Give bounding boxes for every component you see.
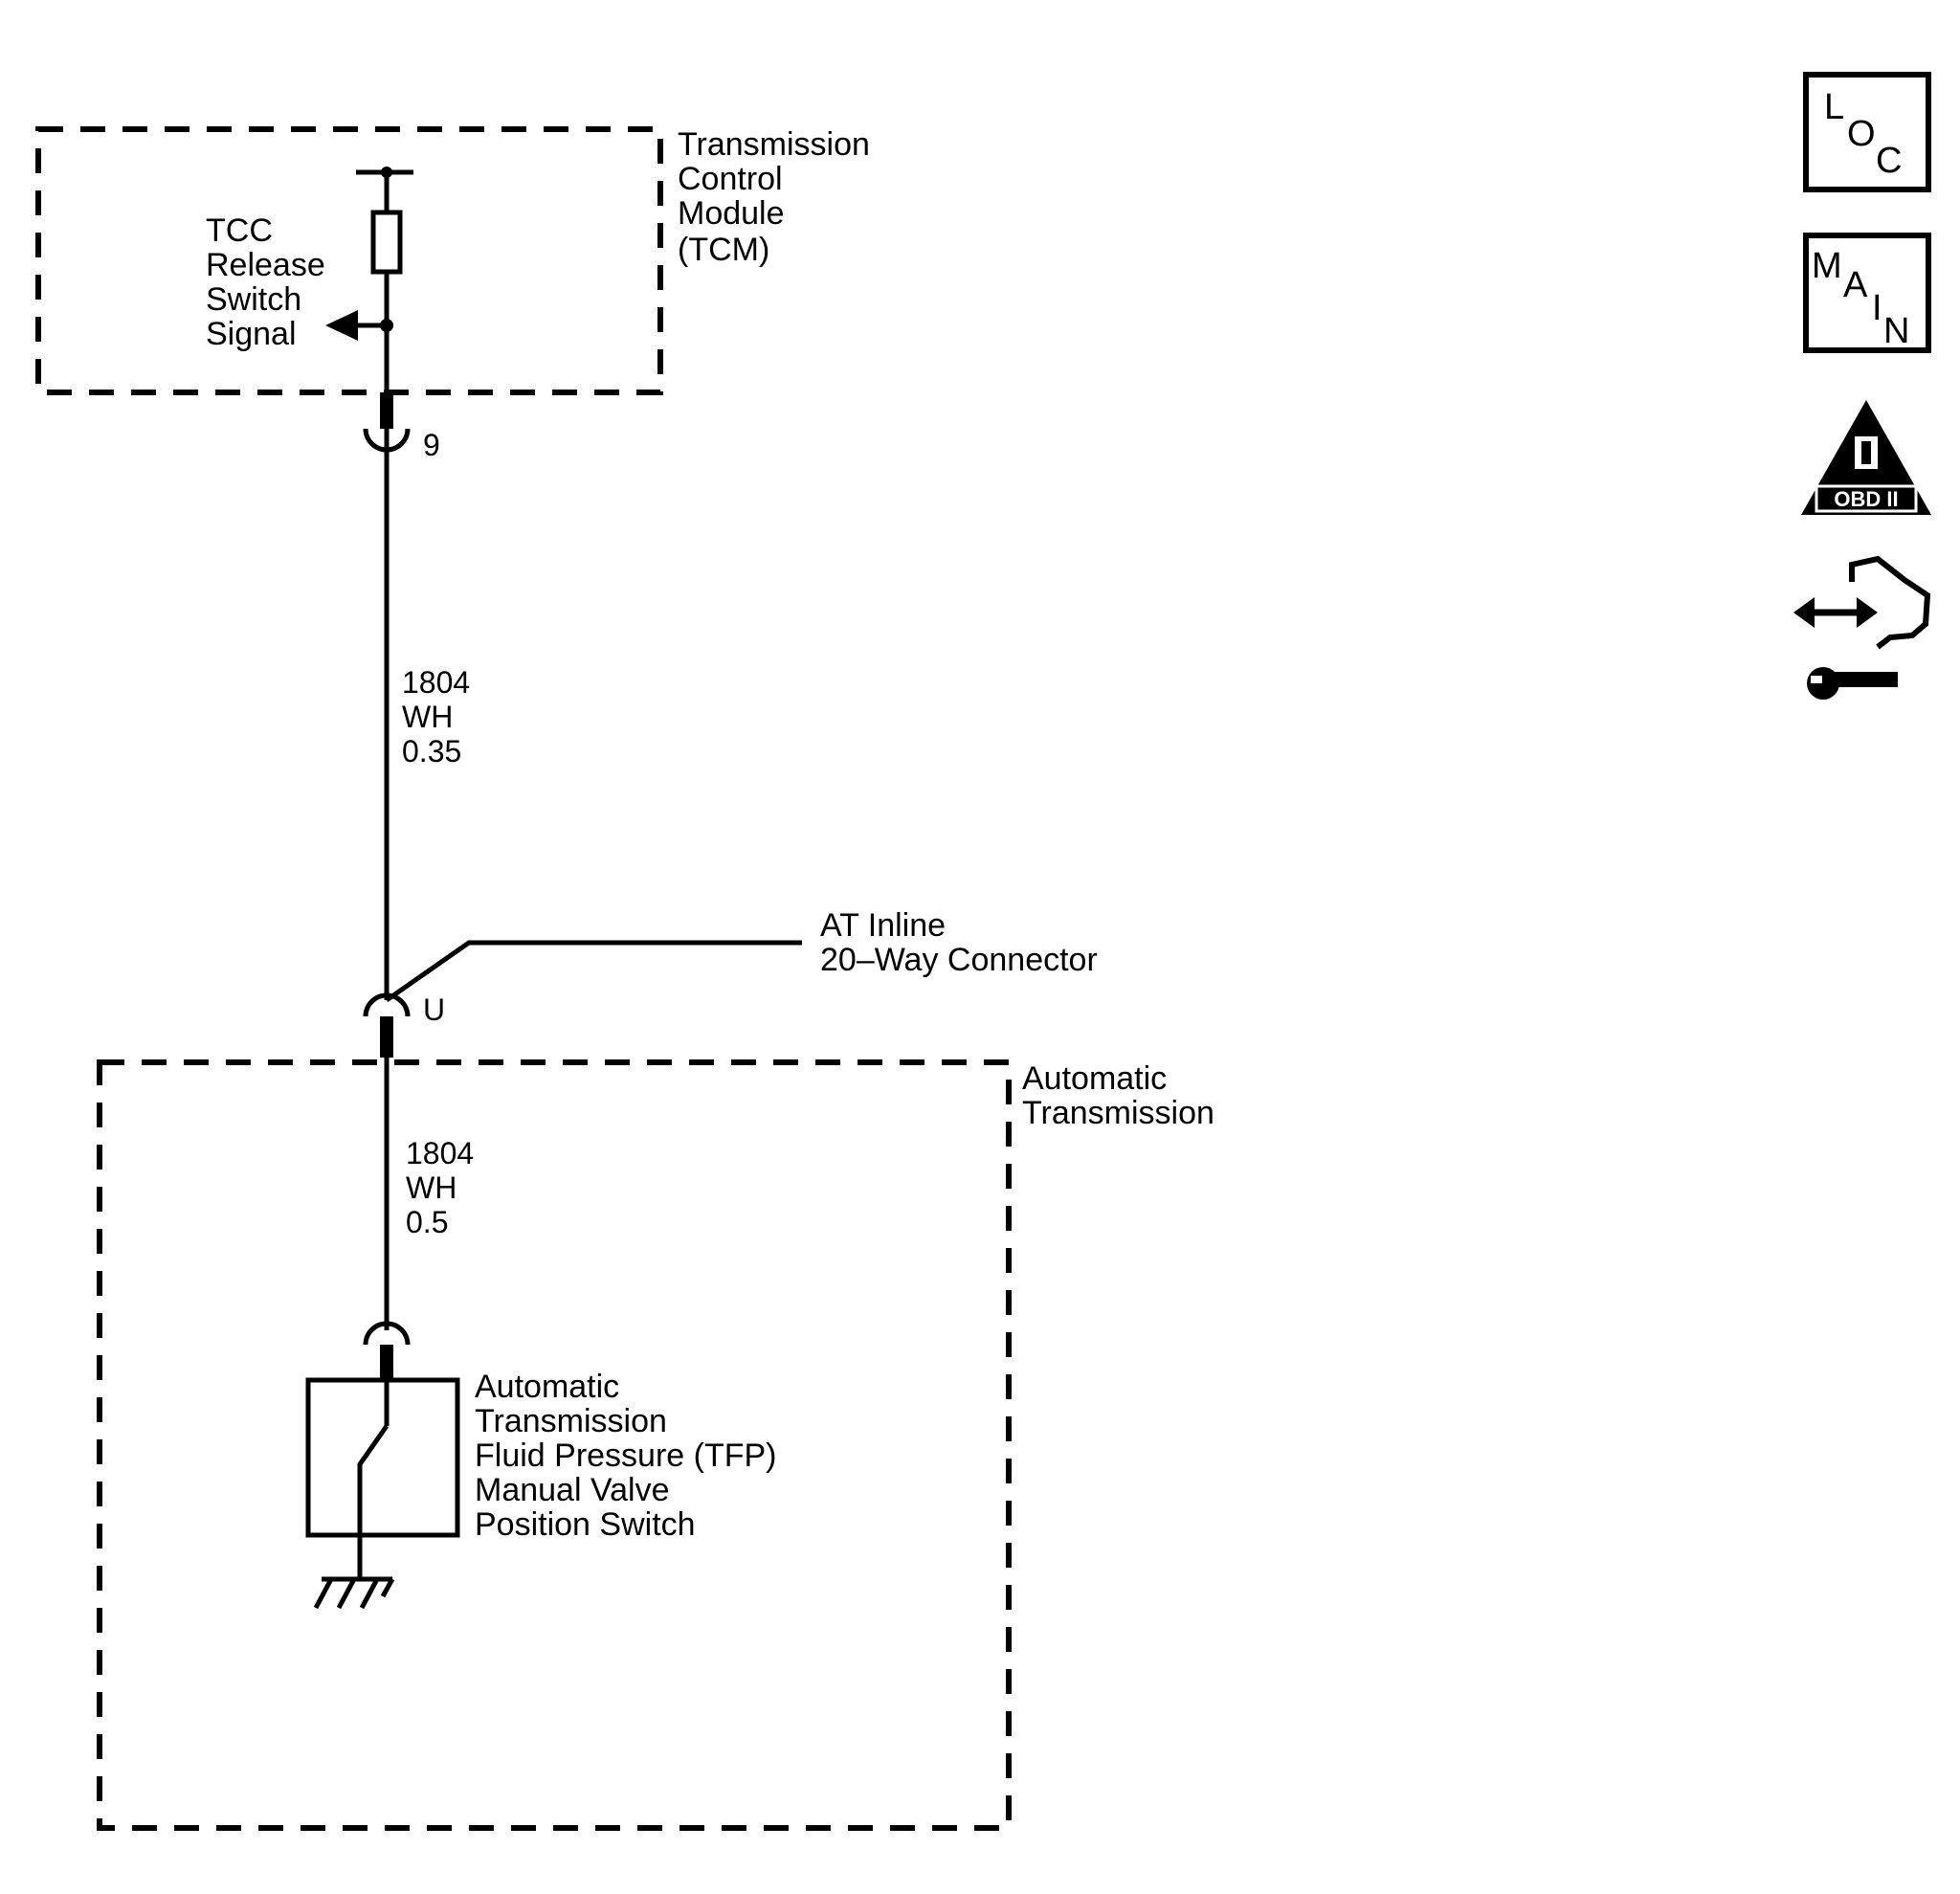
connector-male-icon [363, 992, 411, 1017]
tcc-signal-label: TCC Release Switch Signal [206, 212, 334, 352]
loc-letter: O [1847, 114, 1876, 154]
loc-letter: C [1876, 141, 1902, 181]
obd-ii-label: OBD II [1834, 487, 1898, 511]
wire-upper-label: 1804 WH 0.35 [402, 665, 479, 769]
tcc-signal-line: Switch [206, 281, 301, 318]
loc-icon[interactable]: L O C [1803, 72, 1931, 192]
main-letter: N [1883, 311, 1909, 351]
loc-letter: L [1824, 87, 1844, 127]
transmission-assembly: Automatic Transmission 1804 WH 0.5 Autom… [97, 1058, 1214, 1831]
inline-connector-label: AT Inline 20–Way Connector [820, 907, 1098, 978]
main-letter: A [1843, 265, 1868, 305]
tfp-switch-line: Transmission [475, 1403, 667, 1439]
wire-upper-circuit: 1804 [402, 665, 470, 700]
tfp-switch-line: Manual Valve [475, 1472, 670, 1508]
switch-contact-icon [357, 1424, 390, 1579]
tcc-signal-line: Signal [206, 316, 297, 352]
tfp-switch-label: Automatic Transmission Fluid Pressure (T… [475, 1369, 786, 1543]
main-icon[interactable]: M A I N [1803, 233, 1931, 353]
wire-lower-gauge: 0.5 [406, 1205, 448, 1239]
tcc-signal-line: TCC [206, 212, 273, 249]
tcm-module: Transmission Control Module (TCM) TCC Re… [35, 126, 879, 397]
transmission-label-line: Transmission [1022, 1095, 1214, 1131]
tcm-label-line: (TCM) [678, 232, 769, 268]
inline-connector-line: 20–Way Connector [820, 942, 1098, 978]
tcm-label-line: Module [678, 195, 785, 232]
tfp-switch-line: Fluid Pressure (TFP) [475, 1437, 777, 1474]
transmission-label-line: Automatic [1022, 1060, 1167, 1097]
tfp-switch-body [305, 1377, 460, 1538]
tcm-pin-number: 9 [423, 428, 440, 462]
signal-arrow-icon [325, 310, 358, 341]
transmission-dashed-outline [97, 1059, 1012, 1831]
inline-connector-leader-line [385, 940, 802, 1003]
wire-lower-color: WH [406, 1170, 457, 1205]
inline-connector: U AT Inline 20–Way Connector [363, 907, 1098, 1058]
main-letter: M [1812, 246, 1842, 286]
tfp-switch-line: Automatic [475, 1369, 619, 1405]
obd-ii-icon[interactable]: OBD II [1801, 400, 1931, 515]
connector-male-icon [363, 1321, 411, 1346]
connector-repair-icon[interactable] [1793, 555, 1931, 700]
wire-upper-gauge: 0.35 [402, 734, 461, 769]
tcm-label-line: Control [678, 161, 783, 197]
wire-upper-color: WH [402, 700, 453, 734]
wire-lower-circuit: 1804 [406, 1136, 474, 1170]
inline-connector-line: AT Inline [820, 907, 946, 944]
tfp-switch-line: Position Switch [475, 1506, 696, 1543]
tcm-dashed-outline [35, 126, 663, 395]
tcm-label: Transmission Control Module (TCM) [678, 126, 879, 268]
ground-icon [313, 1576, 395, 1610]
tcm-label-line: Transmission [678, 126, 870, 163]
tcc-signal-line: Release [206, 247, 325, 283]
transmission-label: Automatic Transmission [1022, 1060, 1214, 1131]
tcm-connector-pin: 9 [363, 392, 440, 462]
inline-pin-letter: U [423, 992, 445, 1027]
tcm-pullup-resistor [370, 210, 403, 275]
main-letter: I [1872, 288, 1882, 328]
wire-lower-label: 1804 WH 0.5 [406, 1136, 482, 1239]
